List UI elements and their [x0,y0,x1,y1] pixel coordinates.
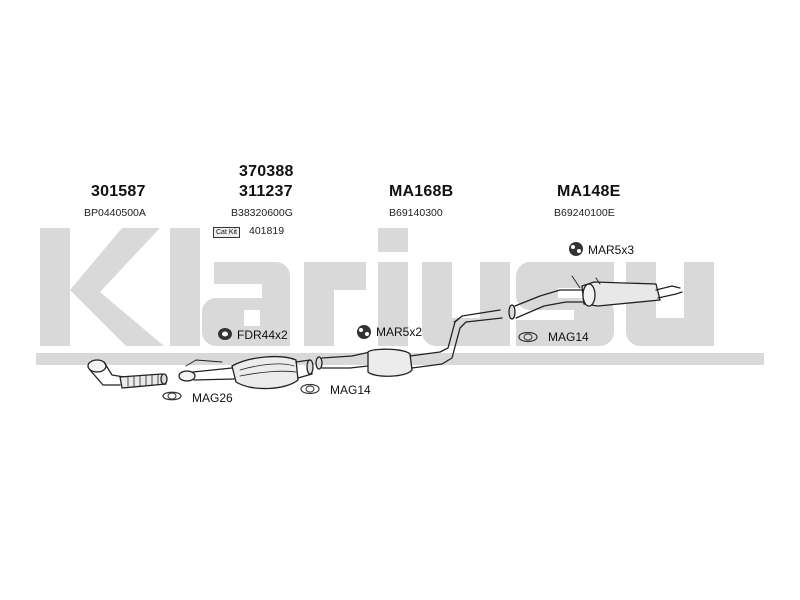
centre-section-ma168b [315,309,503,377]
front-pipe-301587 [87,359,168,389]
gasket-icon [162,391,182,401]
gasket-icon [518,331,538,343]
catalyst-311237 [178,356,314,390]
part-number-311237: 311237 [239,183,293,200]
hardware-label-mag26: MAG26 [192,391,233,405]
part-number-301587: 301587 [91,183,146,200]
cat-kit-badge: Cat Kit [213,227,241,238]
part-ref-bp0440500a: BP0440500A [84,207,146,219]
hardware-label-fdr44x2: FDR44x2 [237,328,288,342]
hardware-label-mar5x2: MAR5x2 [376,325,423,339]
hardware-label-mar5x3: MAR5x3 [588,243,635,257]
rubber-mount-icon [357,325,371,339]
part-ref-b69240100e: B69240100E [554,207,615,219]
part-ref-b38320600g: B38320600G [231,207,293,219]
gasket-icon [300,383,320,395]
flange-ring-icon [218,328,232,340]
part-number-370388: 370388 [239,163,294,180]
part-number-ma148e: MA148E [557,183,621,200]
hardware-label-mag14-rear: MAG14 [548,330,589,344]
rear-silencer-ma148e [508,275,683,320]
hardware-label-mag14-centre: MAG14 [330,383,371,397]
rubber-mount-icon [569,242,583,256]
part-number-ma168b: MA168B [389,183,454,200]
part-ref-b69140300: B69140300 [389,207,443,219]
cat-kit-ref: 401819 [249,225,285,237]
